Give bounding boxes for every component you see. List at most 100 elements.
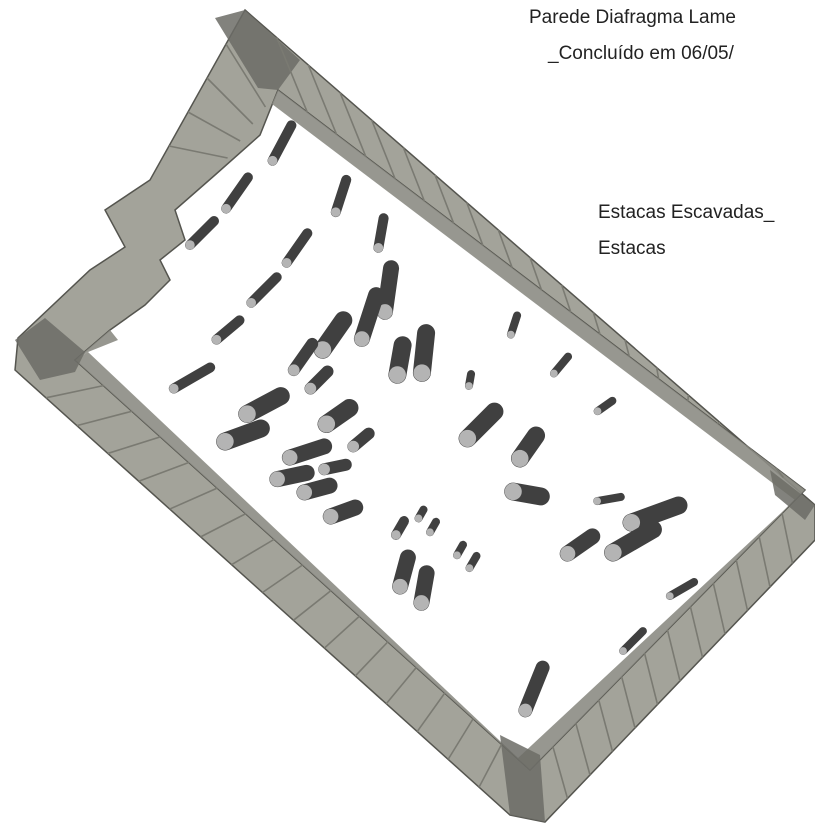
wall-seam: [620, 676, 636, 729]
wall-seam: [402, 147, 426, 202]
pile: [317, 398, 359, 434]
pile-cap: [619, 647, 627, 655]
pile-shaft: [353, 287, 385, 347]
pile-cap: [593, 407, 602, 415]
diaphragm-wall-label-line2: _Concluído em 06/05/: [548, 43, 734, 64]
diaphragm-wall: [14, 8, 815, 823]
pile: [518, 660, 550, 718]
pile-shaft: [246, 272, 282, 308]
pile-cap: [281, 257, 292, 268]
pile: [392, 549, 416, 595]
wall-seam: [339, 92, 367, 157]
pile-cap: [414, 514, 423, 523]
wall-corner-0: [215, 10, 300, 90]
pile-shaft: [267, 120, 297, 166]
pile-shaft: [593, 492, 625, 506]
wall-seam: [758, 536, 771, 588]
pile: [269, 464, 315, 488]
wall-seam: [354, 641, 389, 677]
pile-cap: [391, 530, 401, 540]
pile: [622, 496, 688, 532]
wall-seam: [231, 538, 275, 566]
pile-cap: [593, 497, 601, 505]
pile-cap: [354, 331, 370, 347]
pile-cap: [304, 382, 317, 395]
wall-seam: [169, 487, 218, 510]
wall-seam: [735, 559, 749, 611]
pile: [619, 627, 647, 655]
pile: [593, 492, 625, 506]
pile: [391, 516, 409, 540]
wall-seam: [575, 723, 591, 776]
pile: [287, 337, 319, 377]
pile-shaft: [211, 315, 245, 345]
wall-corner-1: [15, 318, 85, 380]
pile-shaft: [330, 174, 352, 218]
pile-cap: [622, 514, 641, 532]
pile-cap: [377, 304, 393, 320]
pile: [330, 174, 352, 218]
pile-cap: [238, 405, 256, 423]
pile-cap: [185, 240, 195, 250]
pile-cap: [288, 364, 300, 376]
pile-cap: [465, 564, 474, 572]
wall-seam: [370, 119, 396, 180]
pile: [281, 228, 313, 268]
pile: [426, 517, 440, 537]
pile-cap: [666, 592, 674, 600]
wall-seam: [416, 692, 446, 733]
pile-cap: [453, 551, 461, 559]
pile-cap: [413, 364, 431, 382]
wall-seam: [45, 384, 104, 399]
pile: [168, 362, 216, 394]
wall-seam: [225, 43, 267, 108]
diaphragm-wall-label-line1: Parede Diafragma Lame: [529, 7, 736, 28]
piles-label-line1: Estacas Escavadas_: [598, 202, 775, 223]
wall-seam: [262, 564, 303, 594]
pile: [238, 387, 290, 423]
wall-face-1: [518, 490, 805, 770]
pile-cap: [330, 207, 341, 217]
wall-seam: [206, 77, 254, 125]
wall-seam: [716, 421, 721, 425]
pile: [353, 287, 385, 347]
wall-seam: [597, 699, 614, 752]
pile-cap: [317, 415, 336, 433]
pile: [347, 427, 375, 453]
pile: [281, 438, 333, 466]
wall-seam: [447, 718, 474, 760]
wall-seam: [781, 513, 794, 564]
wall-seam: [592, 312, 601, 335]
pile-cap: [269, 471, 285, 487]
pile-cap: [459, 429, 477, 447]
wall-seam: [275, 37, 309, 113]
pile-shaft: [373, 213, 389, 253]
pile-cap: [388, 366, 406, 384]
pile-shaft: [184, 215, 220, 251]
wall-face-2: [75, 352, 530, 770]
wall-corner-2: [500, 735, 545, 822]
wall-face-0: [272, 90, 805, 500]
pile: [414, 505, 428, 523]
pile-shaft: [221, 172, 253, 214]
wall-seam: [666, 629, 681, 682]
wall-seam: [307, 64, 338, 135]
pile: [506, 311, 522, 339]
pile-shaft: [168, 362, 216, 394]
pile: [464, 370, 476, 390]
pile-cap: [347, 440, 360, 453]
pile: [221, 172, 253, 214]
wall-face-3: [75, 330, 118, 360]
pile-cap: [267, 155, 278, 166]
wall-seam: [168, 145, 228, 159]
pile: [388, 336, 412, 384]
pile: [453, 540, 467, 560]
pile-cap: [221, 203, 231, 214]
wall-seam: [643, 653, 659, 705]
pile: [184, 215, 220, 251]
pile: [593, 396, 617, 416]
pile-shaft: [619, 627, 647, 655]
wall-seam: [107, 436, 161, 455]
pile-shaft: [665, 578, 699, 600]
